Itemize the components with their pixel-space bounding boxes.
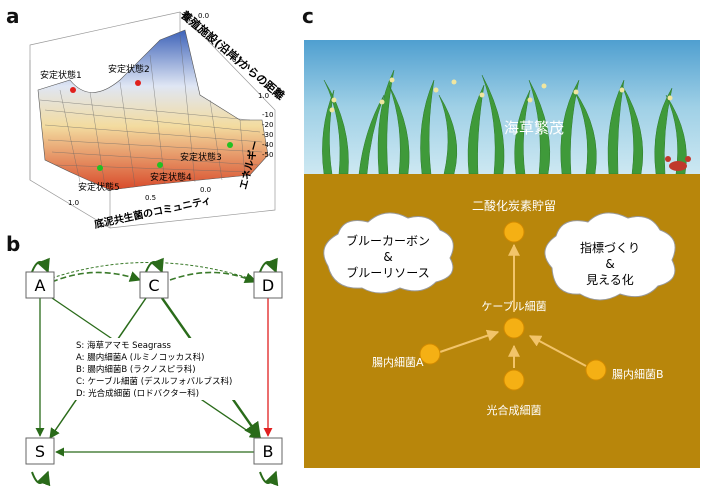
node-d: D (253, 271, 283, 299)
svg-text:ブルーカーボン: ブルーカーボン (346, 233, 430, 248)
arrow-gutB-to-cable (528, 335, 587, 367)
z-tick: -20 (262, 121, 273, 129)
svg-text:D: D (262, 276, 274, 295)
y-tick: 0.5 (232, 56, 243, 64)
state-3-label: 安定状態3 (180, 151, 222, 163)
y-tick: 1.0 (258, 92, 269, 100)
energy-surface (37, 29, 269, 191)
state-2-point (135, 80, 141, 86)
concept-illustration: 海草繁茂 二酸化炭素貯留 ケーブル細菌 腸内細菌A 腸内細菌B 光合成細菌 ブル… (304, 40, 700, 468)
self-loop-c (145, 257, 164, 274)
node-s: S (25, 437, 55, 465)
z-tick: -50 (262, 151, 273, 159)
node-cable (503, 317, 525, 339)
label-photo: 光合成細菌 (487, 403, 542, 417)
svg-text:ブルーリソース: ブルーリソース (346, 265, 429, 280)
arrow-gutA-to-cable (439, 329, 500, 353)
legend-line: C: ケーブル細菌 (デスルフォバルブス科) (76, 376, 232, 387)
panel-label-a: a (6, 4, 20, 28)
svg-text:&: & (605, 257, 614, 271)
node-gutB (585, 359, 607, 381)
flow-arrows (439, 243, 587, 368)
node-b: B (253, 437, 283, 465)
energy-landscape: 安定状態1 安定状態2 安定状態3 安定状態4 安定状態5 養殖施設(沿岸)から… (29, 8, 287, 231)
z-tick: -30 (262, 131, 273, 139)
panel-label-b: b (6, 232, 21, 256)
legend-line: S: 海草アマモ Seagrass (76, 340, 172, 351)
svg-text:&: & (383, 250, 392, 264)
label-gutB: 腸内細菌B (612, 367, 664, 381)
x-tick: 0.5 (145, 194, 156, 202)
state-4-label: 安定状態4 (150, 171, 192, 183)
seagrass (322, 69, 687, 175)
z-tick: -40 (262, 141, 273, 149)
svg-text:C: C (148, 276, 159, 295)
state-1-point (70, 87, 76, 93)
node-gutA (419, 343, 441, 365)
self-loop-s (31, 470, 51, 487)
self-loop-d (259, 257, 278, 274)
interaction-network: A C D S B S: 海草アマモ Seagrass A: 腸内細菌A (ルミ… (25, 257, 283, 487)
state-5-point (97, 165, 103, 171)
z-tick: -10 (262, 111, 273, 119)
svg-text:B: B (263, 442, 274, 461)
svg-text:見える化: 見える化 (586, 273, 634, 287)
node-carbon (503, 221, 525, 243)
node-legend: S: 海草アマモ Seagrass A: 腸内細菌A (ルミノコッカス科) B:… (72, 338, 250, 400)
self-loop-a (31, 257, 50, 274)
seagrass-label: 海草繁茂 (504, 119, 564, 137)
label-cable: ケーブル細菌 (481, 299, 546, 313)
legend-line: A: 腸内細菌A (ルミノコッカス科) (76, 352, 204, 363)
svg-text:S: S (35, 442, 45, 461)
y-tick: 0.0 (198, 12, 209, 20)
node-a: A (25, 271, 55, 299)
edge-c-d (169, 271, 257, 283)
surface-mesh (39, 34, 263, 187)
edge-a-c (40, 271, 142, 292)
state-5-label: 安定状態5 (78, 181, 120, 193)
svg-text:A: A (35, 276, 46, 295)
self-loop-b (259, 470, 279, 487)
node-c: C (139, 271, 169, 299)
state-4-point (157, 162, 163, 168)
cloud-right: 指標づくり & 見える化 (544, 212, 676, 301)
x-tick: 1.0 (68, 199, 79, 207)
label-gutA: 腸内細菌A (372, 355, 424, 369)
seagrass-flowers (329, 77, 673, 113)
label-carbon: 二酸化炭素貯留 (472, 198, 556, 213)
crab-icon (665, 156, 691, 171)
state-2-label: 安定状態2 (108, 63, 150, 75)
x-tick: 0.0 (200, 186, 211, 194)
state-1-label: 安定状態1 (40, 69, 82, 81)
node-photo (503, 369, 525, 391)
state-3-point (227, 142, 233, 148)
legend-line: D: 光合成細菌 (ロドバクター科) (76, 388, 199, 399)
panel-label-c: c (302, 4, 314, 28)
legend-line: B: 腸内細菌B (ラクノスピラ科) (76, 364, 196, 375)
cloud-left: ブルーカーボン & ブルーリソース (323, 212, 454, 294)
svg-text:指標づくり: 指標づくり (580, 240, 640, 255)
